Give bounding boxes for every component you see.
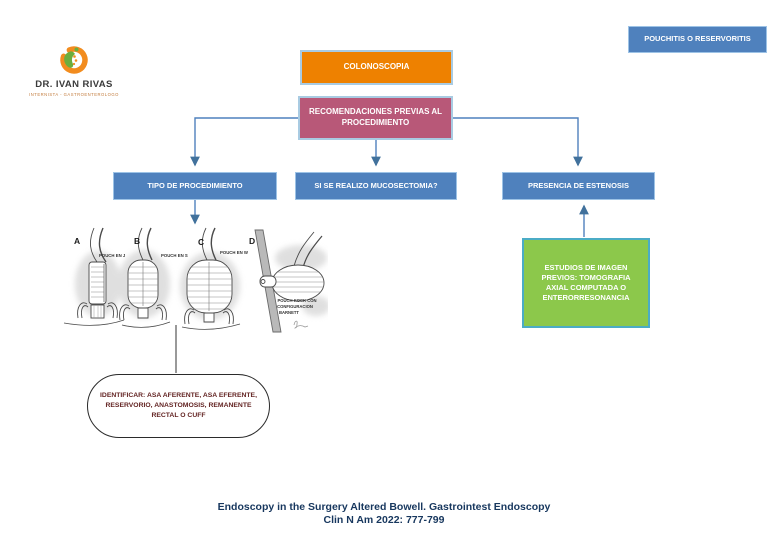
node-estenosis: PRESENCIA DE ESTENOSIS: [502, 172, 655, 200]
connector-reco-to-tipo: [190, 117, 298, 167]
citation-line1: Endoscopy in the Surgery Altered Bowell.…: [217, 501, 551, 513]
pouch-types-illustration: A B C D POUCH EN J POUCH EN S POUCH EN W…: [63, 227, 328, 333]
node-mucosectomia: SI SE REALIZO MUCOSECTOMIA?: [295, 172, 457, 200]
panel-letter-a: A: [74, 236, 80, 246]
pouch-w-drawing: [181, 227, 241, 330]
pouch-j-label: POUCH EN J: [99, 253, 126, 258]
pouch-kock-label-line2: CONFIGURACION: [277, 304, 313, 309]
panel-letter-d: D: [249, 236, 255, 246]
pouch-w-label: POUCH EN W: [220, 250, 249, 255]
pouch-s-label: POUCH EN S: [161, 253, 188, 258]
pouch-kock-label-line1: POUCH KOCK CON: [277, 298, 316, 303]
node-colonoscopia: COLONOSCOPIA: [300, 50, 453, 85]
clinic-name: DR. IVAN RIVAS: [35, 79, 113, 90]
node-tipo-procedimiento: TIPO DE PROCEDIMIENTO: [113, 172, 277, 200]
panel-letter-b: B: [134, 236, 140, 246]
clinic-subtitle: INTERNISTA - GASTROENTEROLOGO: [29, 91, 119, 97]
artist-signature: [293, 320, 309, 329]
pouch-kock-label-line3: BARNETT: [279, 310, 299, 315]
diagram-title-box: POUCHITIS O RESERVORITIS: [628, 26, 767, 53]
clinic-logo-icon: [60, 46, 88, 74]
connector-reco-to-estenosis: [453, 117, 583, 167]
pouch-s-drawing: [119, 227, 171, 328]
citation: Endoscopy in the Surgery Altered Bowell.…: [0, 501, 768, 527]
node-estudios-imagen: ESTUDIOS DE IMAGEN PREVIOS: TOMOGRAFIA A…: [522, 238, 650, 328]
panel-letter-c: C: [198, 237, 204, 247]
node-identificar: IDENTIFICAR: ASA AFERENTE, ASA EFERENTE,…: [87, 374, 270, 438]
pouch-j-drawing: [63, 227, 125, 326]
node-recomendaciones: RECOMENDACIONES PREVIAS AL PROCEDIMIENTO: [298, 96, 453, 140]
pouch-kock-drawing: [254, 229, 325, 333]
clinic-logo: DR. IVAN RIVAS INTERNISTA - GASTROENTERO…: [28, 44, 120, 97]
citation-line2: Clin N Am 2022: 777-799: [323, 514, 445, 527]
